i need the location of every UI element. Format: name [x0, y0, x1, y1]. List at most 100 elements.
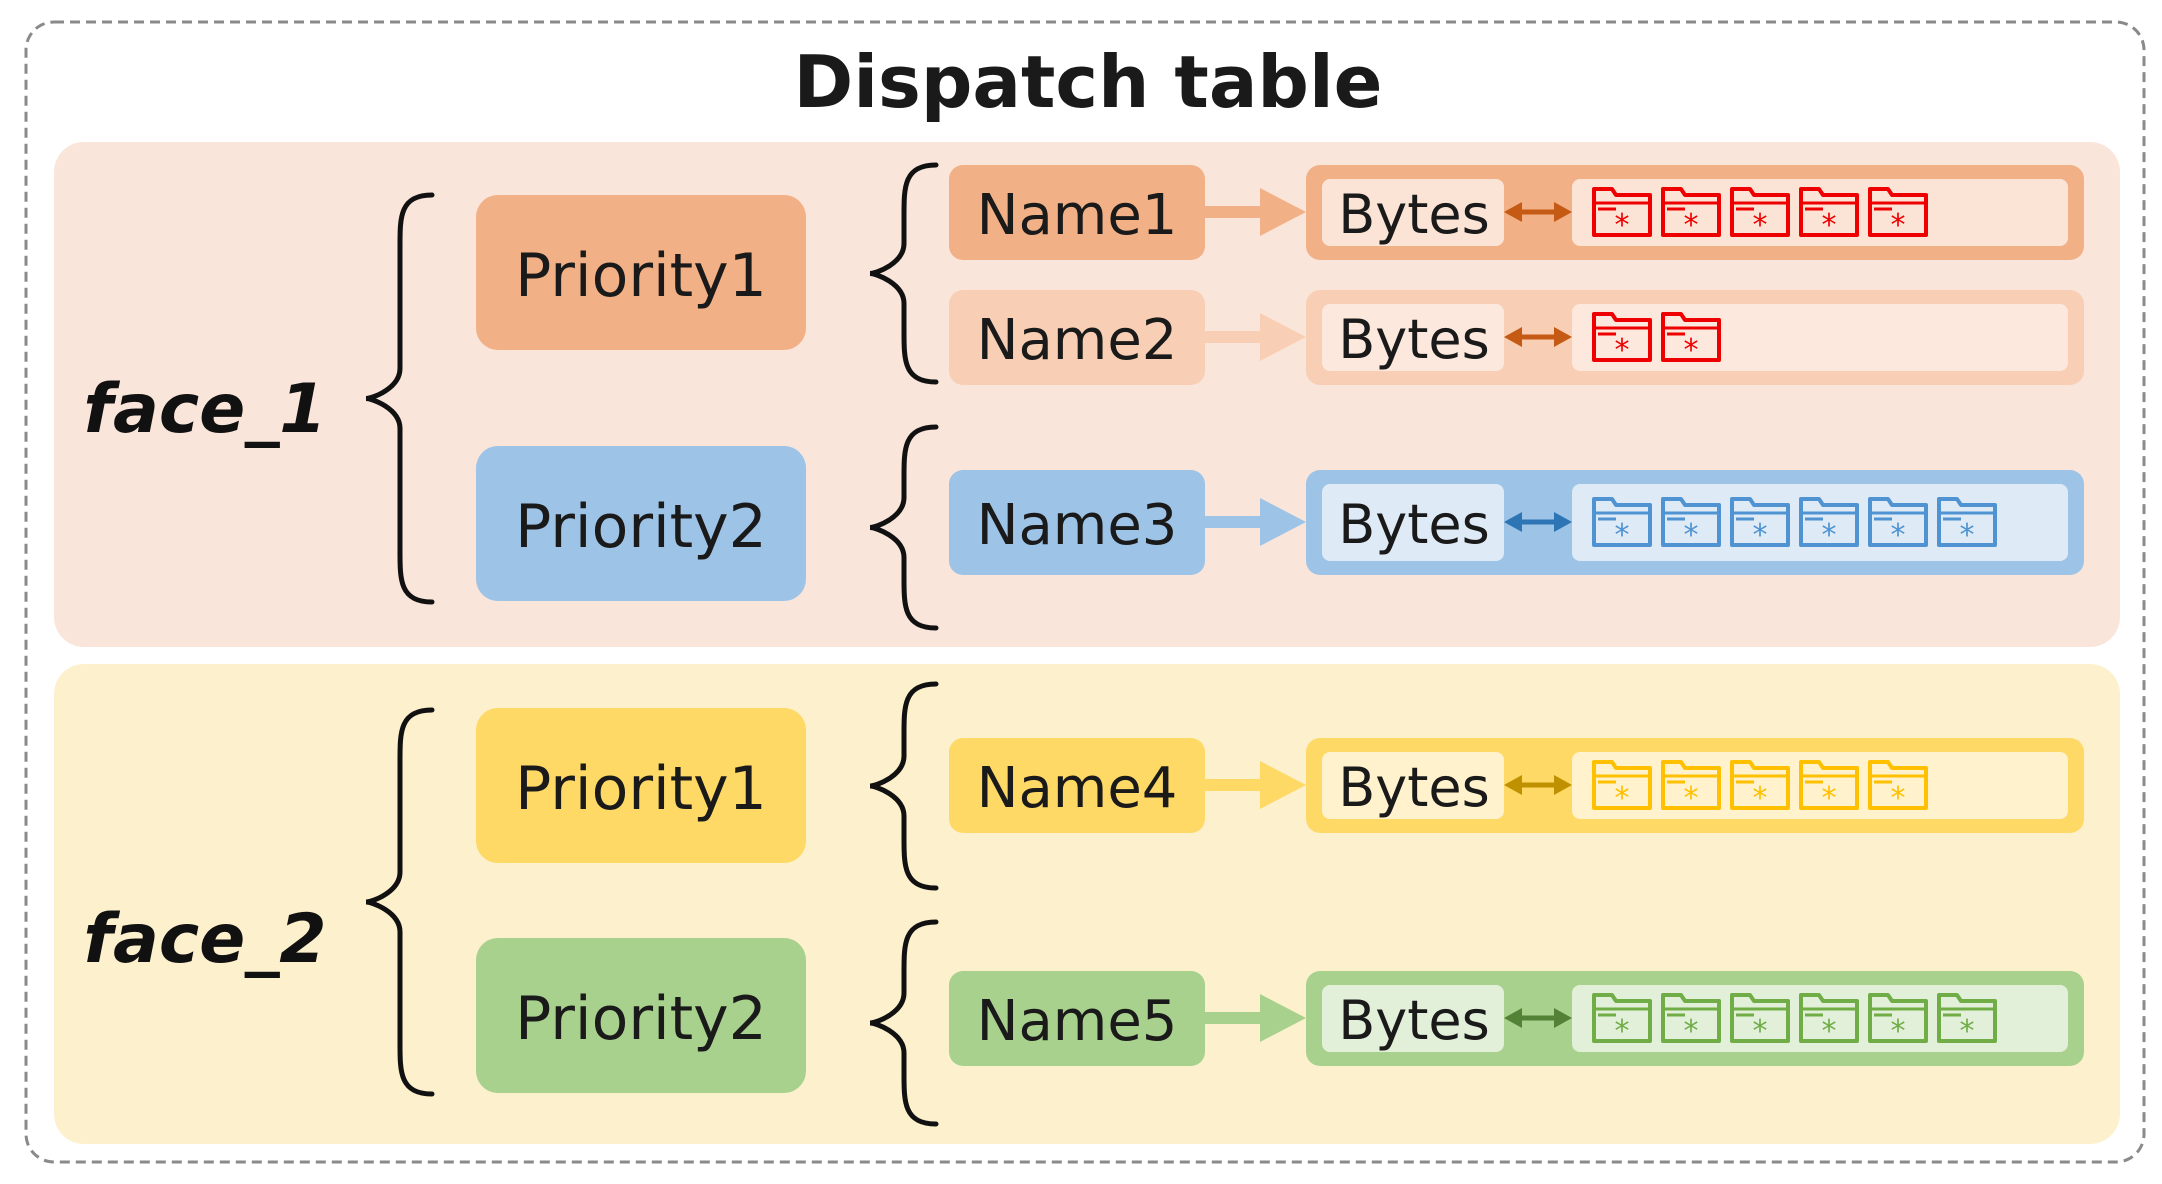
folder-star-icon: * — [1730, 993, 1790, 1049]
curly-brace — [869, 162, 939, 385]
name-box-3 — [949, 470, 1205, 575]
priority-box-face2-p1 — [476, 708, 806, 863]
folder-star-icon: * — [1799, 497, 1859, 553]
folder-star-icon: * — [1868, 497, 1928, 553]
folder-star-icon: * — [1661, 497, 1721, 553]
folder-star-icon: * — [1661, 760, 1721, 816]
bytes-rows: Bytes Bytes Bytes Bytes Bytes — [1338, 183, 1490, 1052]
bytes-box — [1322, 304, 1504, 371]
priority-box-face2-p2 — [476, 938, 806, 1093]
arrow-head — [1260, 761, 1306, 809]
folder-star-icon: * — [1592, 187, 1652, 243]
folder-star-icon: * — [1799, 993, 1859, 1049]
arrow-shaft — [1205, 516, 1263, 528]
folder-star-icon: * — [1592, 312, 1652, 368]
name-box-5 — [949, 971, 1205, 1066]
folder-outline — [1868, 187, 1928, 237]
name-label: Name4 — [977, 756, 1178, 821]
link-arrow-left — [1504, 512, 1522, 532]
priority-label: Priority1 — [515, 754, 767, 824]
folder-star-glyph: * — [1822, 1014, 1837, 1049]
link-arrow-left — [1504, 1008, 1522, 1028]
folder-star-glyph: * — [1615, 1014, 1630, 1049]
arrow-shaft — [1205, 331, 1263, 343]
folder-star-icon: * — [1868, 187, 1928, 243]
folder-star-glyph: * — [1891, 208, 1906, 243]
folder-star-glyph: * — [1684, 781, 1699, 816]
folder-star-icon: * — [1730, 760, 1790, 816]
folder-star-icon: * — [1661, 312, 1721, 368]
bytes-box — [1322, 179, 1504, 246]
folder-star-glyph: * — [1822, 781, 1837, 816]
link-arrow-right — [1554, 1008, 1572, 1028]
folder-star-icon: * — [1661, 993, 1721, 1049]
curly-brace — [365, 192, 435, 605]
folder-star-glyph: * — [1684, 518, 1699, 553]
name-label: Name5 — [977, 989, 1178, 1054]
link-arrow-left — [1504, 775, 1522, 795]
arrow-head — [1260, 188, 1306, 236]
folder-outline — [1730, 760, 1790, 810]
folder-outline — [1592, 993, 1652, 1043]
folder-outline — [1730, 993, 1790, 1043]
arrow-head — [1260, 498, 1306, 546]
folder-star-glyph: * — [1615, 781, 1630, 816]
face-2-label: face_2 — [83, 900, 326, 979]
diagram-title: Dispatch table — [794, 40, 1383, 124]
link-arrow-right — [1554, 775, 1572, 795]
arrow-head — [1260, 994, 1306, 1042]
folder-star-icon: * — [1592, 760, 1652, 816]
arrow-shaft — [1205, 206, 1263, 218]
folder-star-glyph: * — [1822, 518, 1837, 553]
priority-box-face1-p2 — [476, 446, 806, 601]
folder-outline — [1868, 993, 1928, 1043]
folder-outline — [1661, 497, 1721, 547]
folder-star-glyph: * — [1684, 333, 1699, 368]
bytes-label: Bytes — [1338, 756, 1490, 819]
folder-outline — [1592, 497, 1652, 547]
priority-label: Priority1 — [515, 241, 767, 311]
name-label: Name3 — [977, 493, 1178, 558]
bytes-box — [1322, 752, 1504, 819]
face-1-label: face_1 — [83, 370, 326, 449]
folder-outline — [1661, 187, 1721, 237]
folder-star-glyph: * — [1891, 781, 1906, 816]
bytes-label: Bytes — [1338, 183, 1490, 246]
priority-label: Priority2 — [515, 984, 767, 1054]
link-arrow-right — [1554, 327, 1572, 347]
folder-outline — [1730, 187, 1790, 237]
arrow-shaft — [1205, 779, 1263, 791]
folder-outline — [1799, 760, 1859, 810]
folder-outline — [1592, 312, 1652, 362]
bytes-label: Bytes — [1338, 493, 1490, 556]
name-box-1 — [949, 165, 1205, 260]
priority-box-face1-p1 — [476, 195, 806, 350]
folder-outline — [1937, 497, 1997, 547]
link-arrow-left — [1504, 327, 1522, 347]
link-arrow-right — [1554, 512, 1572, 532]
folder-star-icon: * — [1868, 993, 1928, 1049]
folder-outline — [1592, 760, 1652, 810]
folder-star-icon: * — [1799, 760, 1859, 816]
folder-star-icon: * — [1937, 993, 1997, 1049]
folder-outline — [1868, 497, 1928, 547]
folder-outline — [1592, 187, 1652, 237]
folder-star-icon: * — [1799, 187, 1859, 243]
curly-brace — [869, 424, 939, 631]
folder-star-icon: * — [1730, 497, 1790, 553]
link-arrow-left — [1504, 202, 1522, 222]
arrow-head — [1260, 313, 1306, 361]
folder-star-glyph: * — [1615, 208, 1630, 243]
name-box-4 — [949, 738, 1205, 833]
folder-star-glyph: * — [1615, 333, 1630, 368]
folder-outline — [1661, 993, 1721, 1043]
curly-brace — [869, 681, 939, 891]
folder-star-glyph: * — [1753, 781, 1768, 816]
folder-star-glyph: * — [1891, 1014, 1906, 1049]
folder-star-icon: * — [1592, 497, 1652, 553]
bytes-label: Bytes — [1338, 989, 1490, 1052]
folder-star-icon: * — [1730, 187, 1790, 243]
folder-star-glyph: * — [1891, 518, 1906, 553]
priority-label: Priority2 — [515, 492, 767, 562]
